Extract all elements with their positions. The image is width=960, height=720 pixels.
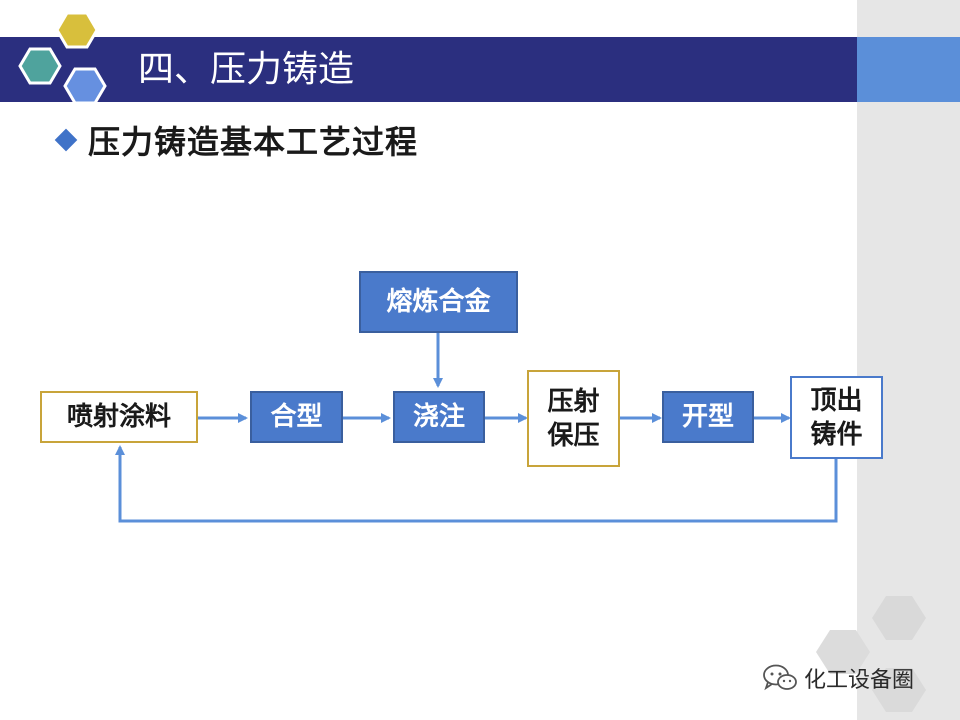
- node-melt-alloy: 熔炼合金: [359, 271, 518, 333]
- node-pouring-label: 浇注: [412, 402, 465, 432]
- process-flow-arrows: [115, 333, 838, 523]
- node-open-mold-label: 开型: [681, 402, 734, 432]
- node-pouring: 浇注: [393, 391, 485, 443]
- watermark-text: 化工设备圈: [804, 668, 915, 693]
- node-eject-label-1: 顶出: [810, 385, 863, 416]
- title-bar: [0, 37, 857, 102]
- subtitle-row: 压力铸造基本工艺过程: [54, 117, 418, 163]
- node-press-shot-label-1: 压射: [547, 386, 600, 417]
- node-press-shot-label-2: 保压: [547, 420, 600, 451]
- node-close-mold: 合型: [250, 391, 343, 443]
- hexagon-faint-bottom: [872, 668, 926, 712]
- node-close-mold-label: 合型: [270, 402, 323, 432]
- node-spray-coating-label: 喷射涂料: [66, 402, 171, 432]
- hexagon-teal: [18, 47, 62, 85]
- node-melt-alloy-label: 熔炼合金: [386, 287, 491, 317]
- arrow-return-loop: [115, 445, 838, 523]
- hexagon-logo-icon: [18, 11, 107, 105]
- node-eject-label-2: 铸件: [810, 419, 863, 450]
- hexagon-yellow: [55, 11, 99, 49]
- wechat-icon: [763, 664, 797, 691]
- hexagon-faint-left: [816, 630, 870, 674]
- hexagon-blue: [63, 67, 107, 105]
- page-title: 四、压力铸造: [138, 49, 355, 90]
- decorative-hexagons-icon: [816, 596, 926, 712]
- node-spray-coating: 喷射涂料: [40, 391, 198, 443]
- node-eject-casting: 顶出 铸件: [790, 376, 883, 459]
- title-bar-accent: [857, 37, 960, 102]
- section-subtitle: 压力铸造基本工艺过程: [88, 123, 419, 161]
- node-press-shot-hold: 压射 保压: [527, 370, 620, 467]
- node-open-mold: 开型: [662, 391, 754, 443]
- hexagon-faint-top: [872, 596, 926, 640]
- watermark: 化工设备圈: [762, 660, 914, 696]
